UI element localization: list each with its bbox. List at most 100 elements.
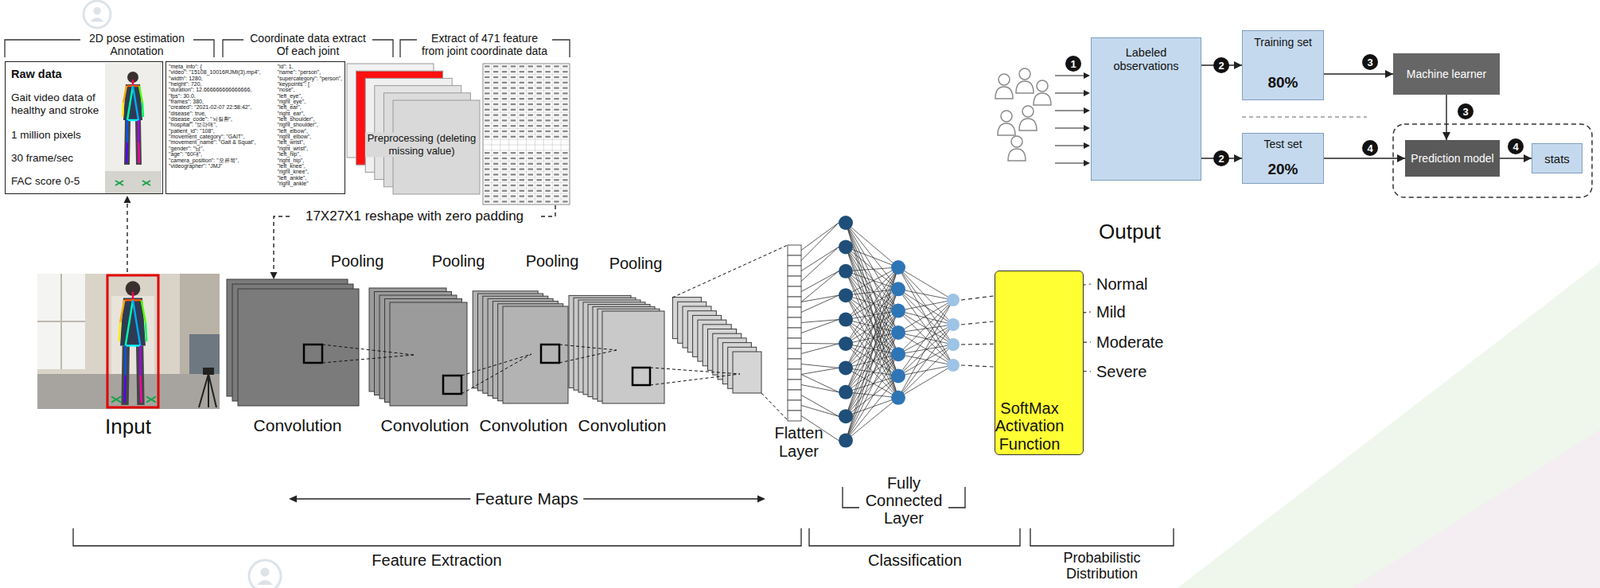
table-cell-mark (519, 81, 526, 84)
person-icon (1011, 136, 1023, 148)
neuron (891, 390, 906, 405)
background-tint (1177, 262, 1600, 588)
arrowhead (1083, 124, 1091, 132)
feature-table (482, 63, 570, 205)
connector (1323, 154, 1406, 163)
network-link (898, 354, 954, 366)
table-grid (482, 101, 570, 102)
table-cell-mark (536, 130, 542, 133)
json-line: "left_elbow", (276, 128, 343, 134)
kernel-projection (461, 354, 532, 394)
network-link (898, 299, 954, 398)
table-grid (482, 128, 570, 129)
person-icon (998, 73, 1010, 86)
table-cell-mark (528, 86, 534, 89)
table-cell-mark (553, 113, 560, 116)
network-link (845, 376, 899, 417)
table-cell-mark (510, 92, 517, 94)
table-cell-mark (502, 70, 508, 73)
table-cell-mark (528, 157, 534, 160)
network-link (845, 311, 899, 393)
kernel-window (303, 344, 323, 363)
table-grid (482, 187, 570, 189)
table-cell-mark (510, 97, 517, 100)
json-line: "right_elbow", (276, 133, 343, 140)
table-cell-mark (519, 109, 526, 111)
table-cell-mark (510, 81, 517, 84)
network-link (898, 324, 954, 377)
table-cell-mark (502, 130, 508, 133)
network-link (898, 344, 954, 398)
node-text: 30 frame/sec (11, 151, 106, 164)
table-cell-mark (519, 65, 526, 67)
json-line: "right_ear", (276, 110, 343, 117)
raw-data-photo (105, 62, 162, 194)
watermark-icon (256, 580, 273, 585)
table-cell-mark (493, 97, 499, 100)
table-grid (482, 85, 570, 86)
table-cell-mark (528, 65, 534, 67)
table-cell-mark (545, 113, 551, 116)
section-bracket (809, 528, 1020, 546)
table-grid (482, 68, 570, 70)
table-cell-mark (528, 81, 534, 84)
json-column: "meta_info": {"video": "15108_10016RJMI(… (168, 63, 261, 192)
table-cell-mark (553, 86, 560, 89)
table-cell-mark (519, 184, 526, 187)
connector-arrowhead (1523, 154, 1532, 163)
kernel-projection (461, 354, 532, 376)
span-label: Feature Maps (470, 489, 584, 509)
json-line: "left_knee", (276, 163, 343, 169)
table-cell-mark (536, 92, 542, 94)
section-label: Probabilistic Distribution (1042, 550, 1162, 583)
neuron (891, 346, 906, 362)
table-cell-mark (545, 65, 551, 67)
json-line: "right_knee", (276, 168, 343, 175)
json-line: "disease": true, (168, 110, 261, 117)
table-cell-mark (519, 119, 526, 121)
network-link (898, 267, 954, 300)
table-cell-mark (519, 97, 526, 100)
table-cell-mark (528, 70, 534, 73)
watermark-icon (260, 567, 269, 577)
skeleton-line (132, 85, 139, 121)
table-cell-mark (536, 65, 542, 67)
table-cell-mark (484, 113, 491, 116)
arrowhead (1083, 142, 1091, 149)
table-cell-mark (528, 76, 534, 78)
table-cell-mark (493, 86, 499, 89)
table-cell-mark (493, 200, 499, 203)
neuron (946, 338, 960, 351)
table-cell-mark (528, 92, 534, 94)
flatten-cell (787, 245, 802, 256)
table-cell-mark (510, 109, 517, 111)
table-cell-mark (562, 65, 569, 67)
callout-number: 3 (1457, 103, 1474, 120)
table-cell-mark (545, 179, 551, 181)
flatten-cell (787, 348, 802, 359)
table-cell-mark (536, 136, 542, 138)
table-cell-mark (562, 86, 569, 89)
kernel-window (443, 375, 462, 394)
network-link (898, 332, 954, 345)
network-link (845, 354, 899, 440)
raw-data-box: Raw dataGait video data of healthy and s… (4, 61, 164, 195)
table-cell-mark (502, 103, 508, 106)
table-cell-mark (484, 109, 491, 111)
network-link (801, 342, 839, 345)
table-cell-mark (484, 70, 491, 73)
table-cell-mark (484, 86, 491, 89)
table-cell-mark (545, 81, 551, 84)
table-cell-mark (510, 184, 517, 187)
detection-box (107, 275, 159, 408)
table-cell-mark (545, 92, 551, 94)
table-grid (482, 182, 570, 183)
table-cell-mark (519, 173, 526, 176)
table-cell-mark (562, 136, 569, 138)
json-line: "age": "60대", (168, 151, 261, 157)
table-cell-mark (502, 109, 508, 111)
node-text: Preprocessing (deleting missing value) (365, 132, 479, 157)
skeleton-line (132, 291, 134, 301)
table-cell-mark (536, 194, 542, 197)
window-frame (37, 320, 86, 323)
